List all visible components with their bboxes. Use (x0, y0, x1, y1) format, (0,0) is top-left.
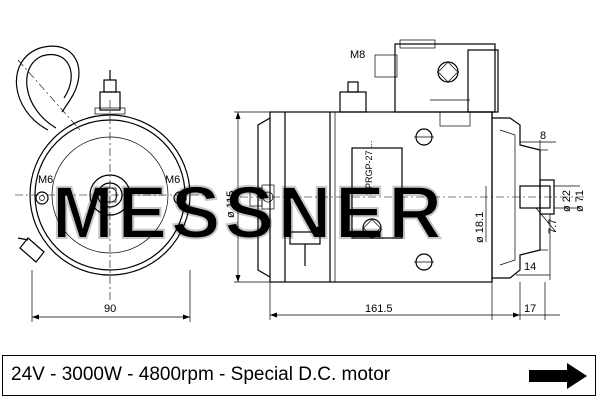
dim-width-front: 90 (104, 303, 116, 315)
nameplate-text: SPRGP-27 ... (364, 140, 374, 195)
dim-d22: ø 22 (561, 190, 573, 212)
caption-bar: 24V - 3000W - 4800rpm - Special D.C. mot… (2, 355, 596, 396)
dim-inner-diameter: ø 18.1 (474, 212, 486, 243)
front-view: M6 M6 90 (15, 45, 210, 322)
side-view: SPRGP-27 ... M8 ø 115 (225, 39, 586, 320)
technical-drawing: MESSNER M6 M6 (15, 39, 586, 322)
dim-flange: 8 (540, 130, 546, 142)
dim-shaft-length: 14 (524, 261, 536, 273)
dim-shaft-offset: 17 (524, 303, 536, 315)
label-m6-left: M6 (38, 174, 53, 186)
arrow-right-icon[interactable] (527, 361, 589, 391)
dim-length-body: 161.5 (365, 303, 393, 315)
dim-d71: ø 71 (574, 190, 586, 212)
label-m8: M8 (350, 49, 365, 61)
caption-text: 24V - 3000W - 4800rpm - Special D.C. mot… (11, 364, 391, 385)
dim-diameter-body: ø 115 (225, 191, 237, 218)
label-m6-right: M6 (165, 174, 180, 186)
dim-7-7: 7.7 (547, 219, 559, 234)
